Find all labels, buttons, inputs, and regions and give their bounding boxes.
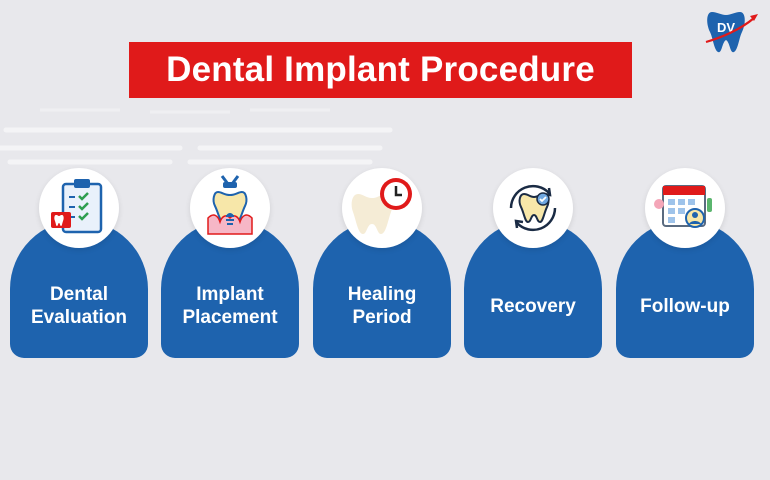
implant-tooth-icon bbox=[190, 168, 270, 248]
title-banner: Dental Implant Procedure bbox=[129, 42, 632, 98]
calendar-dentist-icon bbox=[645, 168, 725, 248]
clipboard-tooth-icon bbox=[39, 168, 119, 248]
step-label: Healing Period bbox=[347, 284, 417, 328]
step-label: Follow-up bbox=[640, 295, 730, 317]
ghost-artifact bbox=[0, 100, 400, 190]
step-label: Implant Placement bbox=[182, 284, 278, 328]
logo-text: DV bbox=[717, 20, 735, 35]
tooth-recovery-icon bbox=[493, 168, 573, 248]
step-label: Recovery bbox=[490, 295, 576, 317]
dentalvisit-logo: DV bbox=[704, 8, 760, 56]
step-label: Dental Evaluation bbox=[30, 284, 128, 328]
tooth-clock-icon bbox=[342, 168, 422, 248]
page-title: Dental Implant Procedure bbox=[166, 50, 595, 89]
step-follow-up: Follow-up bbox=[616, 220, 754, 358]
